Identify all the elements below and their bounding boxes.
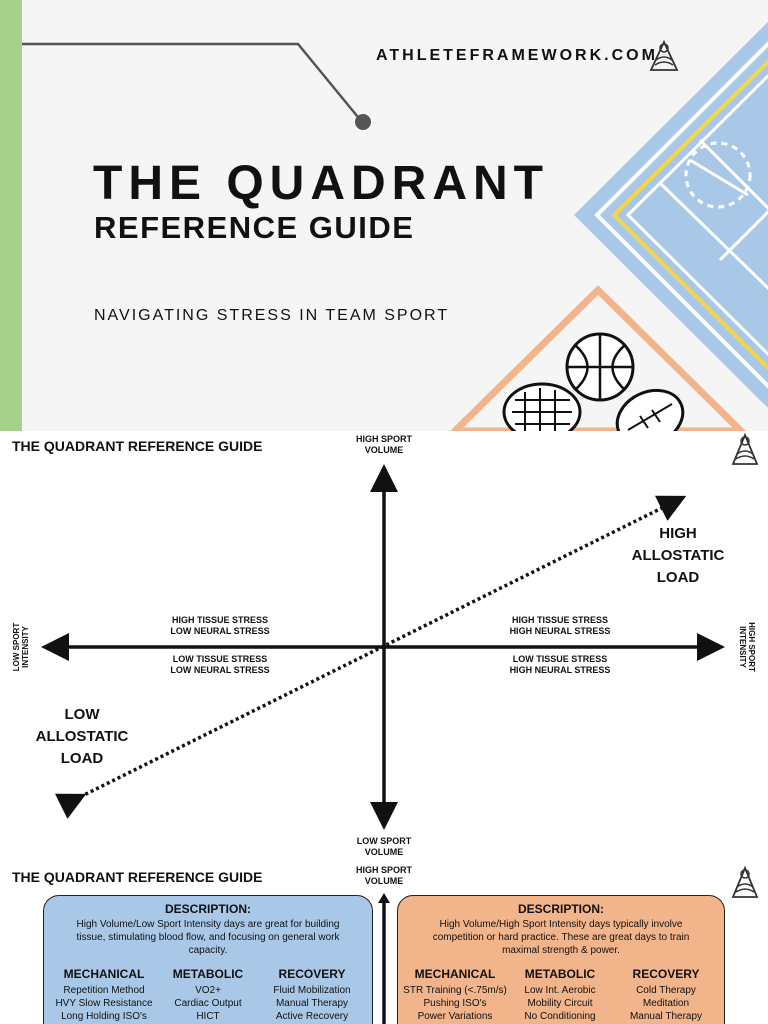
x-left-line-1: LOW SPORT (12, 622, 21, 672)
list-item: No Conditioning (524, 1011, 596, 1022)
high-allostatic-load-label: HIGH ALLOSTATIC LOAD (623, 523, 733, 589)
tr-line-1: HIGH TISSUE STRESS (511, 615, 609, 625)
metabolic-column: METABOLIC Low Int. Aerobic Mobility Circ… (505, 967, 615, 1023)
low-load-line-3: LOAD (60, 750, 104, 767)
page-header: THE QUADRANT REFERENCE GUIDE (12, 438, 263, 454)
high-load-line-1: HIGH (659, 525, 697, 542)
list-item: Mobility Circuit (527, 998, 593, 1009)
x-right-line-1: HIGH SPORT (747, 622, 756, 672)
x-right-line-2: INTENSITY (738, 626, 747, 668)
list-item: Repetition Method (63, 985, 145, 996)
description-text: High Volume/High Sport Intensity days ty… (432, 919, 690, 956)
detail-y-top-line-1: HIGH SPORT (355, 865, 412, 875)
bl-line-2: LOW NEURAL STRESS (170, 665, 270, 675)
list-item: Long Holding ISO's (61, 1011, 147, 1022)
y-axis-top-label: HIGH SPORT VOLUME (354, 434, 414, 456)
high-load-line-2: ALLOSTATIC (631, 547, 725, 564)
metabolic-column: METABOLIC VO2+ Cardiac Output HICT (153, 967, 263, 1023)
list-item: STR Training (<.75m/s) (403, 985, 507, 996)
list-item: Manual Therapy (275, 998, 349, 1009)
detail-page: THE QUADRANT REFERENCE GUIDE HIGH SPORT … (0, 863, 768, 1024)
tr-line-2: HIGH NEURAL STRESS (509, 626, 611, 636)
cover-decoration (22, 21, 768, 431)
y-axis-bottom-label: LOW SPORT VOLUME (354, 836, 414, 858)
list-item: Power Variations (417, 1011, 493, 1022)
y-top-line-1: HIGH SPORT (355, 434, 412, 444)
list-item: Meditation (642, 998, 690, 1009)
list-item: Pushing ISO's (423, 998, 487, 1009)
column-heading: RECOVERY (278, 967, 346, 981)
low-load-line-2: ALLOSTATIC (35, 728, 129, 745)
high-volume-high-intensity-card: DESCRIPTION: High Volume/High Sport Inte… (397, 895, 725, 1024)
cover-page: ATHLETEFRAMEWORK.COM THE QUADRANT REFERE… (0, 0, 768, 431)
tl-line-1: HIGH TISSUE STRESS (171, 615, 269, 625)
mechanical-column: MECHANICAL STR Training (<.75m/s) Pushin… (400, 967, 510, 1023)
list-item: HICT (196, 1011, 220, 1022)
br-line-1: LOW TISSUE STRESS (512, 654, 608, 664)
column-heading: MECHANICAL (63, 967, 145, 981)
y-bottom-line-2: VOLUME (364, 847, 404, 857)
x-axis-left-label: LOW SPORT INTENSITY (12, 617, 30, 677)
quadrant-top-right-label: HIGH TISSUE STRESS HIGH NEURAL STRESS (460, 615, 660, 637)
page-header: THE QUADRANT REFERENCE GUIDE (12, 869, 263, 885)
description-heading: DESCRIPTION: (517, 902, 604, 916)
cover-title: THE QUADRANT (93, 157, 549, 210)
high-load-line-3: LOAD (656, 569, 700, 586)
x-axis-right-label: HIGH SPORT INTENSITY (738, 617, 756, 677)
cover-title-line-2: REFERENCE GUIDE (94, 210, 415, 245)
accent-bar (0, 0, 22, 431)
y-top-line-2: VOLUME (364, 445, 404, 455)
y-axis-top-label: HIGH SPORT VOLUME (354, 865, 414, 887)
low-load-line-1: LOW (64, 706, 100, 723)
quadrant-top-left-label: HIGH TISSUE STRESS LOW NEURAL STRESS (120, 615, 320, 637)
y-bottom-line-1: LOW SPORT (356, 836, 412, 846)
logo-icon (731, 433, 759, 465)
logo-icon (649, 40, 679, 71)
recovery-column: RECOVERY Fluid Mobilization Manual Thera… (257, 967, 367, 1023)
tl-line-2: LOW NEURAL STRESS (170, 626, 270, 636)
list-item: HVY Slow Resistance (55, 998, 153, 1009)
column-heading: RECOVERY (632, 967, 700, 981)
low-allostatic-load-label: LOW ALLOSTATIC LOAD (27, 704, 137, 770)
column-heading: METABOLIC (524, 967, 596, 981)
detail-y-top-line-2: VOLUME (364, 876, 404, 886)
column-heading: MECHANICAL (414, 967, 496, 981)
website-label: ATHLETEFRAMEWORK.COM (376, 47, 658, 64)
list-item: Cold Therapy (636, 985, 696, 996)
high-volume-low-intensity-card: DESCRIPTION: High Volume/Low Sport Inten… (43, 895, 373, 1024)
list-item: Low Int. Aerobic (524, 985, 596, 996)
logo-icon (731, 866, 759, 898)
recovery-column: RECOVERY Cold Therapy Meditation Manual … (611, 967, 721, 1023)
quadrant-page: THE QUADRANT REFERENCE GUIDE HIGH SPORT … (0, 431, 768, 863)
list-item: Manual Therapy (629, 1011, 703, 1022)
list-item: Cardiac Output (174, 998, 242, 1009)
description-text: High Volume/Low Sport Intensity days are… (76, 919, 340, 956)
list-item: Fluid Mobilization (273, 985, 351, 996)
quadrant-bottom-left-label: LOW TISSUE STRESS LOW NEURAL STRESS (120, 654, 320, 676)
column-heading: METABOLIC (172, 967, 244, 981)
br-line-2: HIGH NEURAL STRESS (509, 665, 611, 675)
quadrant-axes (41, 464, 725, 830)
description-heading: DESCRIPTION: (164, 902, 251, 916)
bl-line-1: LOW TISSUE STRESS (172, 654, 268, 664)
cover-subtitle: NAVIGATING STRESS IN TEAM SPORT (94, 307, 450, 324)
x-left-line-2: INTENSITY (21, 626, 30, 668)
list-item: Active Recovery (275, 1011, 349, 1022)
list-item: VO2+ (195, 985, 221, 996)
detail-vertical-axis (378, 893, 390, 1024)
mechanical-column: MECHANICAL Repetition Method HVY Slow Re… (49, 967, 159, 1023)
quadrant-bottom-right-label: LOW TISSUE STRESS HIGH NEURAL STRESS (460, 654, 660, 676)
